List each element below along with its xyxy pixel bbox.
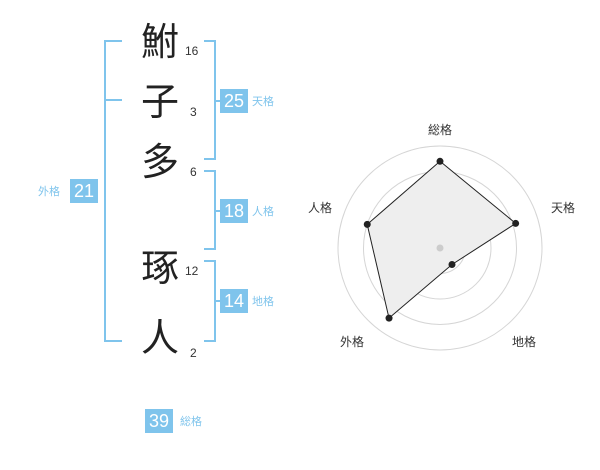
name-char-4: 琢 bbox=[140, 246, 179, 290]
tenkaku-value: 25 bbox=[220, 89, 248, 113]
jinkaku-label: 人格 bbox=[252, 205, 274, 218]
axis-label-jinkaku: 人格 bbox=[308, 200, 332, 215]
jinkaku-value: 18 bbox=[220, 199, 248, 223]
radar-point-0 bbox=[436, 157, 444, 165]
radar-points bbox=[363, 157, 520, 322]
gaikaku-label: 外格 bbox=[38, 185, 60, 198]
radar-point-4 bbox=[363, 220, 371, 228]
stroke-count-4: 12 bbox=[185, 264, 199, 278]
radar-center bbox=[436, 244, 444, 252]
radar-point-1 bbox=[512, 219, 520, 227]
soukaku-value: 39 bbox=[145, 409, 173, 433]
radar-point-3 bbox=[385, 314, 393, 322]
name-char-1: 鮒 bbox=[140, 20, 179, 64]
axis-label-chikaku: 地格 bbox=[512, 334, 536, 349]
stroke-count-5: 2 bbox=[190, 346, 197, 360]
name-char-3: 多 bbox=[140, 140, 179, 184]
radar-polygon bbox=[366, 160, 517, 320]
stroke-count-3: 6 bbox=[190, 165, 197, 179]
gaikaku-value: 21 bbox=[70, 179, 98, 203]
stroke-count-2: 3 bbox=[190, 105, 197, 119]
chikaku-label: 地格 bbox=[252, 295, 274, 308]
axis-label-tenkaku: 天格 bbox=[551, 200, 575, 215]
name-char-5: 人 bbox=[140, 316, 179, 360]
soukaku-label: 総格 bbox=[180, 415, 202, 428]
radar-ring bbox=[337, 145, 543, 351]
axis-label-gaikaku: 外格 bbox=[340, 334, 364, 349]
stroke-count-1: 16 bbox=[185, 44, 199, 58]
name-char-2: 子 bbox=[140, 80, 179, 124]
tenkaku-label: 天格 bbox=[252, 95, 274, 108]
chikaku-value: 14 bbox=[220, 289, 248, 313]
axis-label-soukaku: 総格 bbox=[428, 122, 452, 137]
radar-point-2 bbox=[448, 261, 456, 269]
